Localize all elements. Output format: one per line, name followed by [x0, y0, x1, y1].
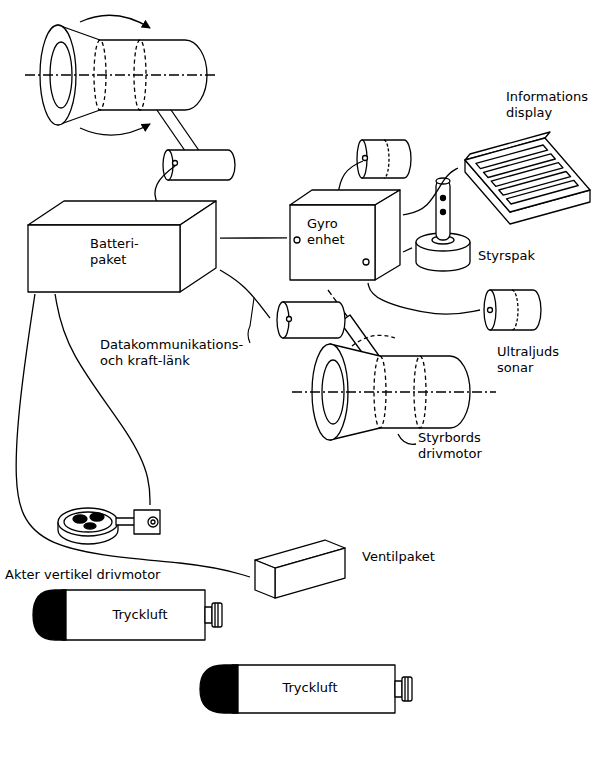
display-unit: Informations display [458, 85, 598, 233]
leader-line [248, 298, 254, 343]
cable-connector [403, 168, 458, 215]
display-unit-outline [465, 132, 590, 224]
leader-line [248, 298, 254, 343]
air-tank-outline [200, 665, 412, 713]
display-unit-outline [465, 138, 590, 212]
node-label: Styrbords drivmotor [418, 430, 500, 461]
vertical-thruster-outline [73, 515, 87, 523]
sonar-unit-outline [488, 308, 493, 313]
sonar-unit-outline [490, 290, 541, 330]
sonar-unit-outline [484, 290, 496, 330]
port-thruster [173, 161, 178, 166]
air-tank-outline [215, 603, 218, 627]
vertical-thruster-outline [58, 508, 118, 536]
port-thruster [25, 15, 235, 180]
cable-connector [16, 294, 250, 577]
gyro-unit-outline [375, 190, 400, 280]
node-label: Informations display [506, 89, 604, 120]
gyro-unit-outline [363, 259, 369, 265]
air-tank-outline [33, 590, 222, 640]
valve-pack-outline [255, 560, 275, 598]
joystick-outline [441, 196, 446, 201]
thruster-outline [287, 317, 292, 322]
port-thruster [80, 124, 150, 135]
air-tank: Tryckluft [30, 587, 230, 645]
air-tank-outline [232, 665, 395, 713]
node-label: Tryckluft [80, 607, 200, 623]
air-tank-outline [405, 677, 408, 701]
cable-connector [368, 283, 480, 314]
gyro-unit-outline [290, 205, 375, 280]
node-label: Gyro enhet [307, 216, 357, 247]
sonar-unit: Ultraljuds sonar [480, 286, 572, 382]
valve-pack: Ventilpaket [250, 535, 420, 605]
gyro-unit-outline [290, 190, 400, 280]
joystick-outline [416, 178, 470, 271]
port-motor-wire [155, 166, 175, 204]
node-label: Tryckluft [250, 680, 370, 696]
cable-connector [403, 248, 412, 252]
port-thruster [80, 15, 150, 28]
display-unit-outline [507, 180, 579, 204]
upper-sonar [357, 140, 411, 178]
thruster-outline [352, 335, 395, 346]
port-thruster [25, 74, 215, 75]
node-label: Ultraljuds sonar [497, 344, 577, 375]
battery-pack: Batteri- paket [25, 198, 220, 294]
cable-connector [55, 294, 150, 505]
vertical-thruster-outline [134, 510, 160, 534]
joystick: Styrspak [412, 160, 547, 280]
vertical-thruster-outline [64, 512, 112, 532]
air-tank-outline [33, 590, 66, 640]
sonar-unit-outline [512, 290, 518, 330]
node-label: Styrspak [478, 248, 553, 264]
battery-pack-outline [180, 201, 216, 292]
upper-sonar [384, 140, 389, 178]
upper-sonar [357, 140, 367, 178]
vertical-thruster-outline [116, 518, 136, 525]
thruster-outline [398, 434, 416, 444]
callout-label: Datakommunikations- och kraft-länk [100, 337, 270, 368]
node-label: Batteri- paket [90, 236, 170, 267]
gyro-unit-outline [287, 188, 403, 283]
upper-sonar [362, 140, 411, 178]
port-motor-wire [155, 166, 175, 204]
thruster: Styrbords drivmotor [270, 288, 500, 466]
air-tank-outline [62, 590, 205, 640]
sonar-unit-outline [484, 290, 541, 330]
valve-pack-outline [255, 540, 345, 598]
joystick-outline [441, 210, 446, 215]
vertical-thruster-outline [151, 520, 155, 524]
battery-pack-outline [28, 225, 180, 292]
upper-sonar [363, 156, 368, 161]
joystick-outline [436, 180, 450, 240]
air-tank-outline [200, 665, 238, 713]
vertical-thruster-outline [90, 513, 104, 521]
battery-pack-outline [28, 201, 216, 292]
cable-connector [220, 270, 270, 318]
node-label: Ventilpaket [362, 549, 457, 565]
vertical-thruster: Akter vertikel drivmotor [3, 505, 238, 585]
port-thruster [168, 150, 235, 180]
air-tank: Tryckluft [195, 662, 425, 720]
vertical-thruster-outline [148, 517, 158, 527]
air-tank-outline [205, 607, 212, 623]
air-tank-outline [402, 677, 412, 701]
thruster-outline [277, 290, 496, 444]
valve-pack-outline [275, 548, 345, 598]
cable-connector [220, 237, 287, 238]
thruster-outline [283, 302, 345, 338]
air-tank-outline [395, 681, 402, 697]
vertical-thruster-outline [84, 523, 96, 529]
valve-pack-outline [250, 535, 420, 605]
joystick-outline [436, 178, 450, 184]
gyro-unit-outline [294, 237, 300, 243]
gyro-unit: Gyro enhet [287, 188, 403, 283]
node-label: Akter vertikel drivmotor [5, 567, 235, 583]
vertical-thruster-outline [58, 508, 160, 544]
thruster-outline [292, 391, 496, 392]
air-tank-outline [212, 603, 222, 627]
